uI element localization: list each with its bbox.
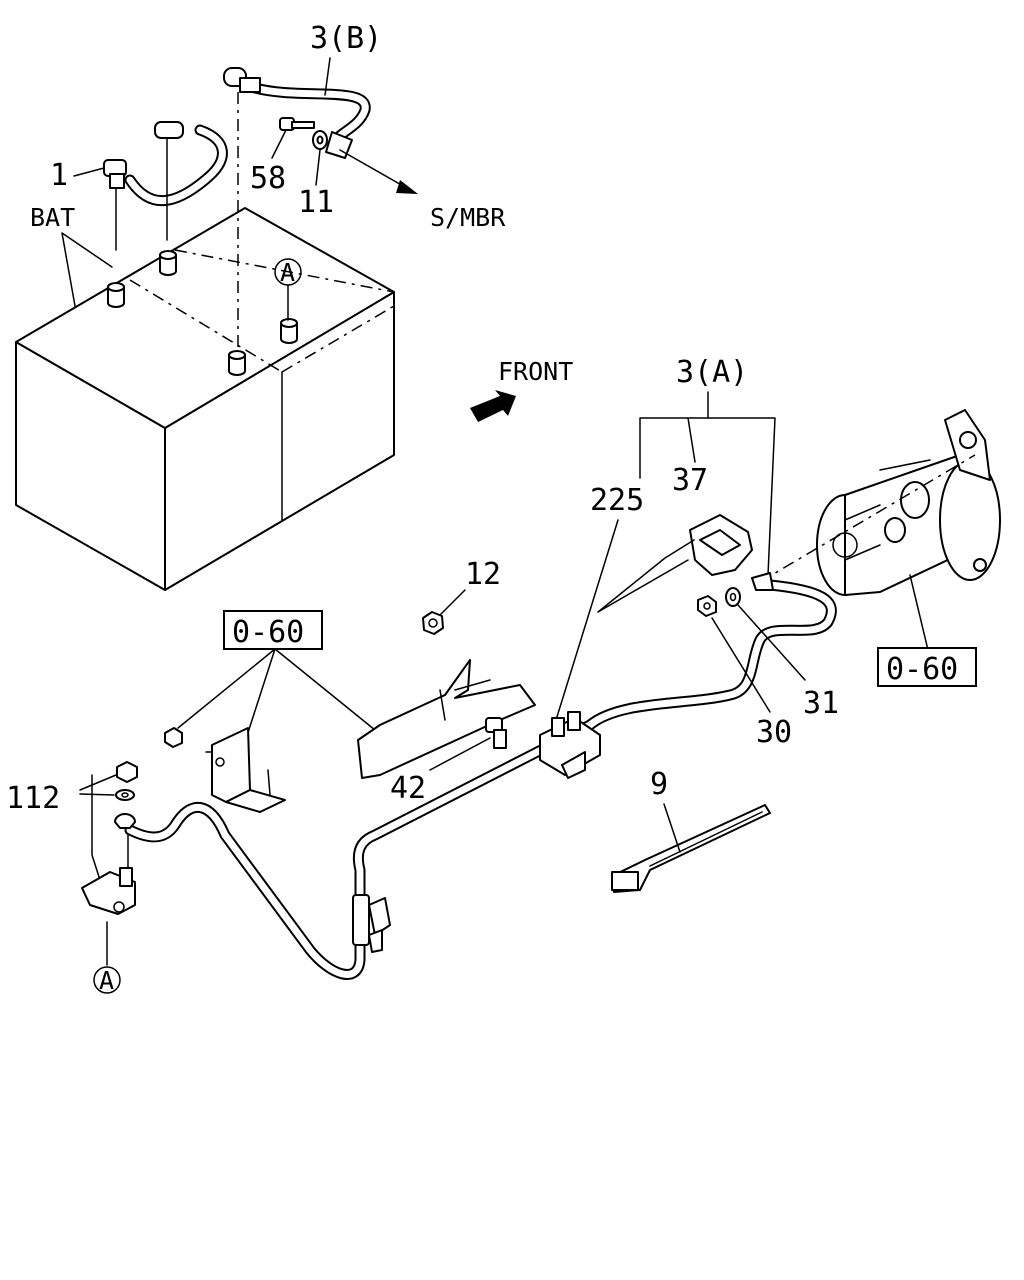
marker-a-top: A — [274, 258, 302, 321]
mount-line — [759, 454, 976, 583]
front-arrow-icon — [470, 390, 516, 422]
cable-3b — [223, 67, 371, 350]
cable-tie-9 — [611, 804, 771, 893]
nut-12 — [422, 611, 444, 635]
label-58: 58 — [250, 161, 286, 196]
bolt-42 — [485, 717, 507, 749]
label-31: 31 — [803, 686, 839, 721]
bracket-mid — [357, 659, 536, 779]
terminal-clamp-1 — [103, 121, 228, 251]
cable-3a — [124, 572, 837, 980]
harness-clip-225 — [539, 711, 601, 779]
washer-31 — [725, 587, 741, 607]
svg-text:A: A — [280, 258, 295, 287]
label-11: 11 — [298, 185, 334, 220]
label-1: 1 — [50, 158, 68, 193]
ref-box-060-left — [223, 610, 323, 650]
washer-11 — [312, 130, 328, 150]
marker-a-bottom: A — [93, 921, 121, 995]
label-225: 225 — [590, 483, 644, 518]
ground-terminal — [81, 813, 136, 915]
nut-small — [164, 727, 183, 748]
label-12: 12 — [465, 557, 501, 592]
nut-112 — [115, 761, 138, 801]
label-3b: 3(B) — [310, 21, 382, 56]
label-060-right: 0-60 — [886, 652, 958, 687]
label-3a: 3(A) — [676, 355, 748, 390]
battery — [15, 207, 395, 591]
label-42: 42 — [390, 771, 426, 806]
label-30: 30 — [756, 715, 792, 750]
label-front: FRONT — [498, 357, 573, 386]
nut-30 — [697, 595, 717, 617]
bracket-left — [205, 727, 286, 813]
label-9: 9 — [650, 767, 668, 802]
battery-leader — [61, 232, 113, 307]
terminal-cover-37 — [597, 514, 753, 613]
label-060-left: 0-60 — [232, 615, 304, 650]
battery-label: BAT — [30, 203, 75, 232]
label-s-mbr: S/MBR — [430, 203, 506, 232]
label-112: 112 — [6, 781, 60, 816]
s-mbr-arrow — [339, 149, 418, 194]
label-37: 37 — [672, 463, 708, 498]
bolt-58 — [279, 117, 315, 131]
starter-motor — [816, 409, 1001, 596]
svg-text:A: A — [99, 966, 114, 995]
battery-terminal — [107, 250, 298, 376]
cable-clip — [352, 894, 391, 953]
ref-box-060-right — [877, 647, 977, 687]
